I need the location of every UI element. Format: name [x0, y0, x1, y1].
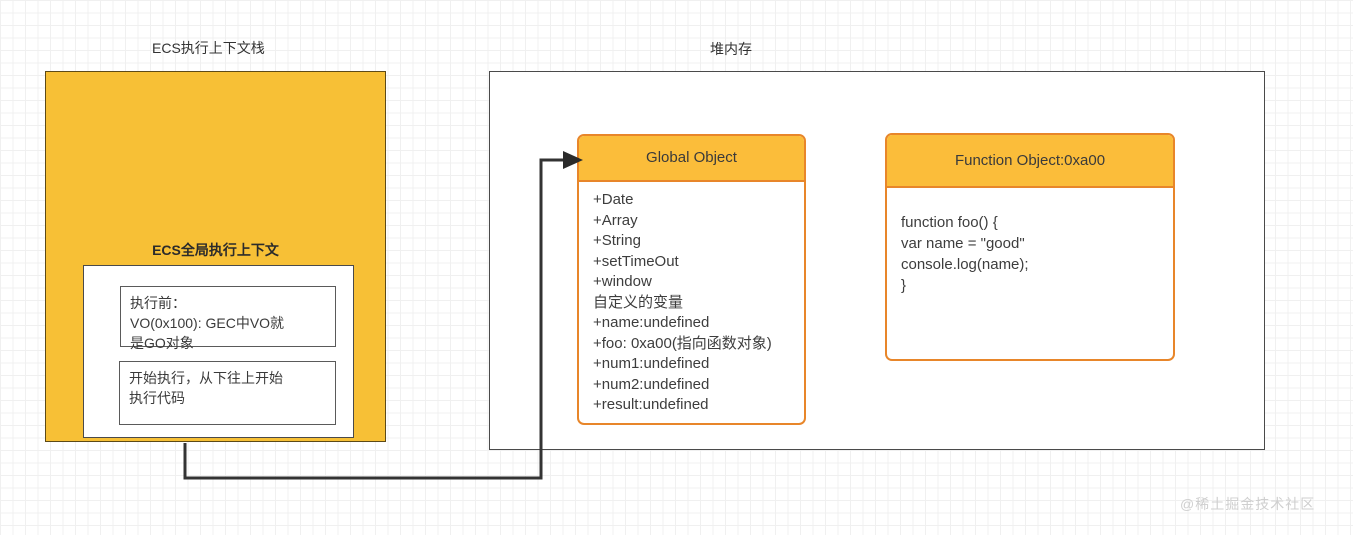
ecs-global-context-label: ECS全局执行上下文	[152, 242, 279, 258]
function-object-header: Function Object:0xa00	[887, 135, 1173, 188]
note-before-execution: 执行前： VO(0x100): GEC中VO就 是GO对象	[120, 286, 336, 351]
function-object-code: function foo() { var name = "good" conso…	[901, 214, 1029, 294]
global-object-header: Global Object	[579, 136, 804, 182]
stack-title-label: ECS执行上下文栈	[152, 40, 265, 56]
watermark-text: @稀土掘金技术社区	[1180, 496, 1316, 512]
global-object-properties: +Date +Array +String +setTimeOut +window…	[593, 191, 772, 413]
function-object-card: Function Object:0xa00 function foo() { v…	[885, 133, 1175, 361]
heap-title-label: 堆内存	[710, 41, 752, 57]
note-start-execution: 开始执行，从下往上开始 执行代码	[119, 361, 336, 425]
global-object-card: Global Object +Date +Array +String +setT…	[577, 134, 806, 425]
